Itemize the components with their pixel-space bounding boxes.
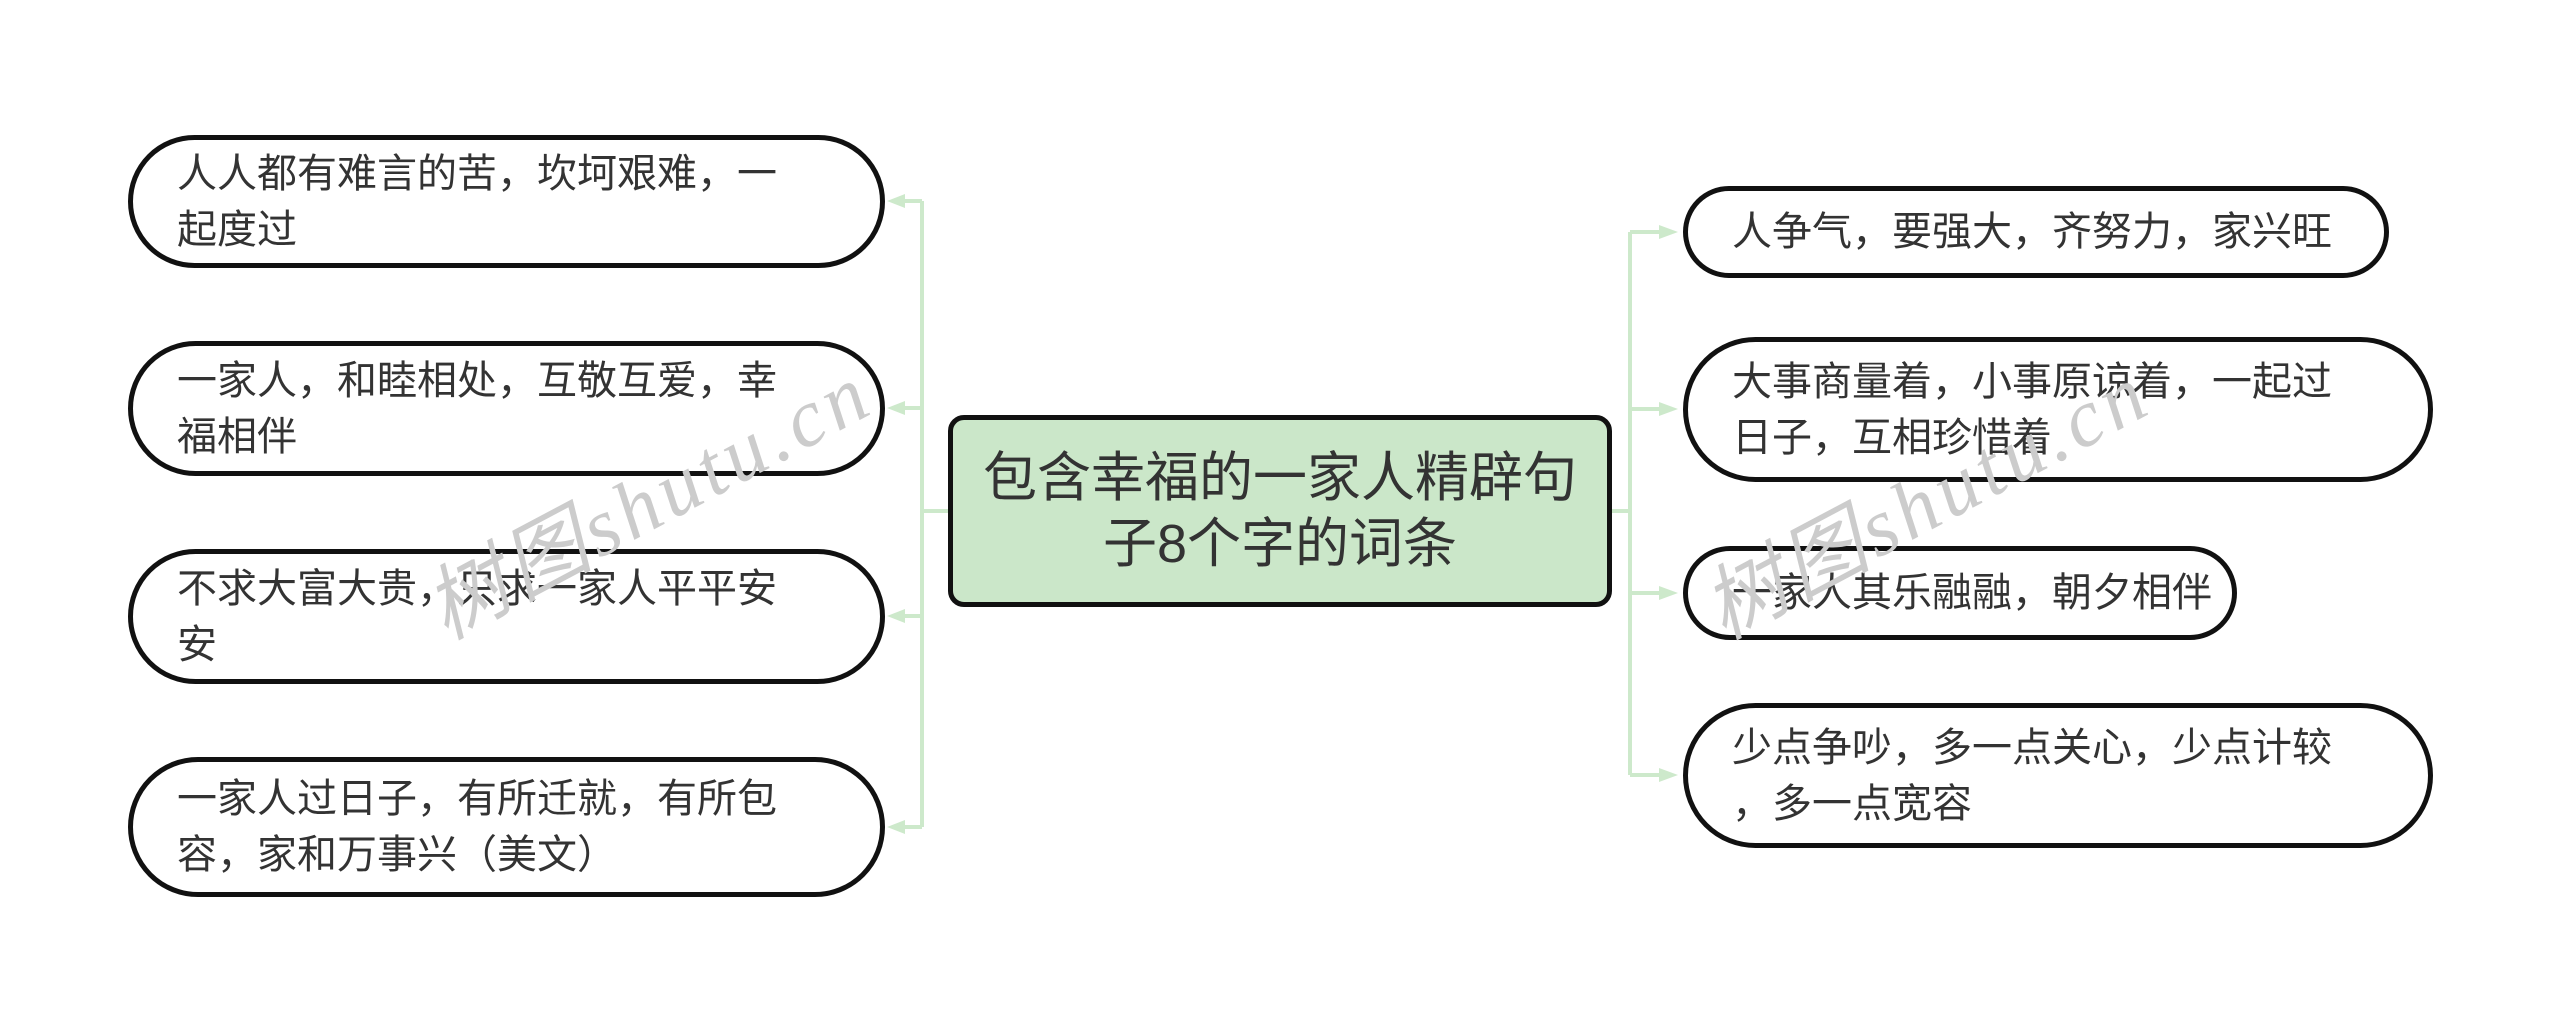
branch-node-right-3[interactable]: 一家人其乐融融，朝夕相伴 [1683, 546, 2237, 640]
central-topic-label: 包含幸福的一家人精辟句 子8个字的词条 [983, 448, 1577, 574]
connector-right [1612, 225, 1678, 782]
branch-label: 大事商量着，小事原谅着，一起过 日子，互相珍惜着 [1732, 359, 2332, 460]
central-topic-node[interactable]: 包含幸福的一家人精辟句 子8个字的词条 [948, 415, 1612, 607]
arrow-right-icon [1659, 402, 1678, 416]
arrow-right-icon [1659, 225, 1678, 239]
arrow-left-icon [887, 401, 905, 415]
branch-label: 不求大富大贵，只求一家人平平安 安 [177, 566, 777, 667]
branch-node-left-2[interactable]: 一家人，和睦相处，互敬互爱，幸 福相伴 [128, 341, 885, 476]
branch-label: 一家人过日子，有所迁就，有所包 容，家和万事兴（美文） [177, 777, 777, 877]
branch-node-right-1[interactable]: 人争气，要强大，齐努力，家兴旺 [1683, 186, 2389, 278]
arrow-right-icon [1659, 586, 1678, 600]
branch-label: 少点争吵，多一点关心，少点计较 ，多一点宽容 [1732, 725, 2332, 826]
branch-label: 一家人其乐融融，朝夕相伴 [1732, 571, 2212, 615]
arrow-left-icon [887, 820, 905, 834]
branch-node-right-4[interactable]: 少点争吵，多一点关心，少点计较 ，多一点宽容 [1683, 703, 2433, 848]
branch-label: 人人都有难言的苦，坎坷艰难，一 起度过 [177, 151, 777, 252]
arrow-right-icon [1659, 768, 1678, 782]
branch-node-right-2[interactable]: 大事商量着，小事原谅着，一起过 日子，互相珍惜着 [1683, 337, 2433, 482]
connector-left [887, 194, 948, 834]
arrow-left-icon [887, 194, 905, 208]
branch-label: 人争气，要强大，齐努力，家兴旺 [1732, 210, 2332, 254]
branch-label: 一家人，和睦相处，互敬互爱，幸 福相伴 [177, 358, 777, 459]
branch-node-left-3[interactable]: 不求大富大贵，只求一家人平平安 安 [128, 549, 885, 684]
arrow-left-icon [887, 609, 905, 623]
branch-node-left-4[interactable]: 一家人过日子，有所迁就，有所包 容，家和万事兴（美文） [128, 757, 885, 897]
branch-node-left-1[interactable]: 人人都有难言的苦，坎坷艰难，一 起度过 [128, 135, 885, 268]
